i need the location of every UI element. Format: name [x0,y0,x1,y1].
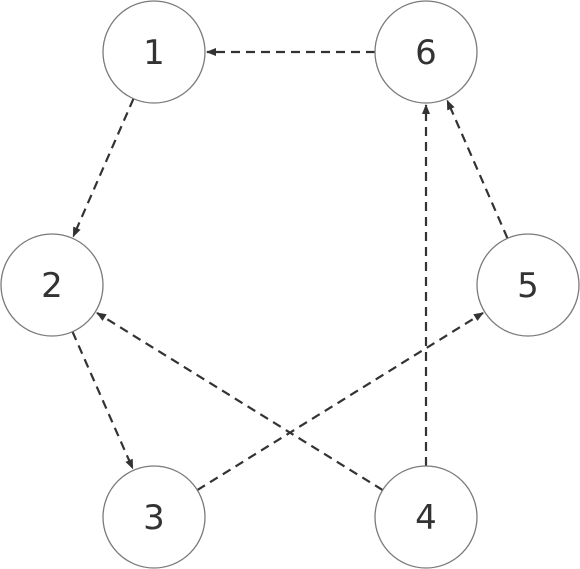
node-label: 1 [143,33,165,73]
node-6: 6 [374,0,478,104]
edge-2-to-3 [71,331,134,470]
node-label: 4 [415,498,437,538]
node-label: 3 [143,498,165,538]
node-3: 3 [102,465,206,569]
edge-1-to-2 [72,98,135,238]
node-circle [102,465,206,569]
node-1: 1 [102,0,206,104]
node-2: 2 [0,233,104,337]
node-circle [374,0,478,104]
node-circle [102,0,206,104]
edge-4-to-2 [96,311,384,492]
node-5: 5 [476,233,580,337]
node-label: 2 [41,266,63,306]
edges-layer [71,48,509,492]
node-circle [476,233,580,337]
node-label: 5 [517,266,539,306]
node-4: 4 [374,465,478,569]
node-label: 6 [415,33,437,73]
edge-5-to-6 [446,99,509,239]
node-circle [0,233,104,337]
node-circle [374,465,478,569]
edge-3-to-5 [196,311,484,492]
